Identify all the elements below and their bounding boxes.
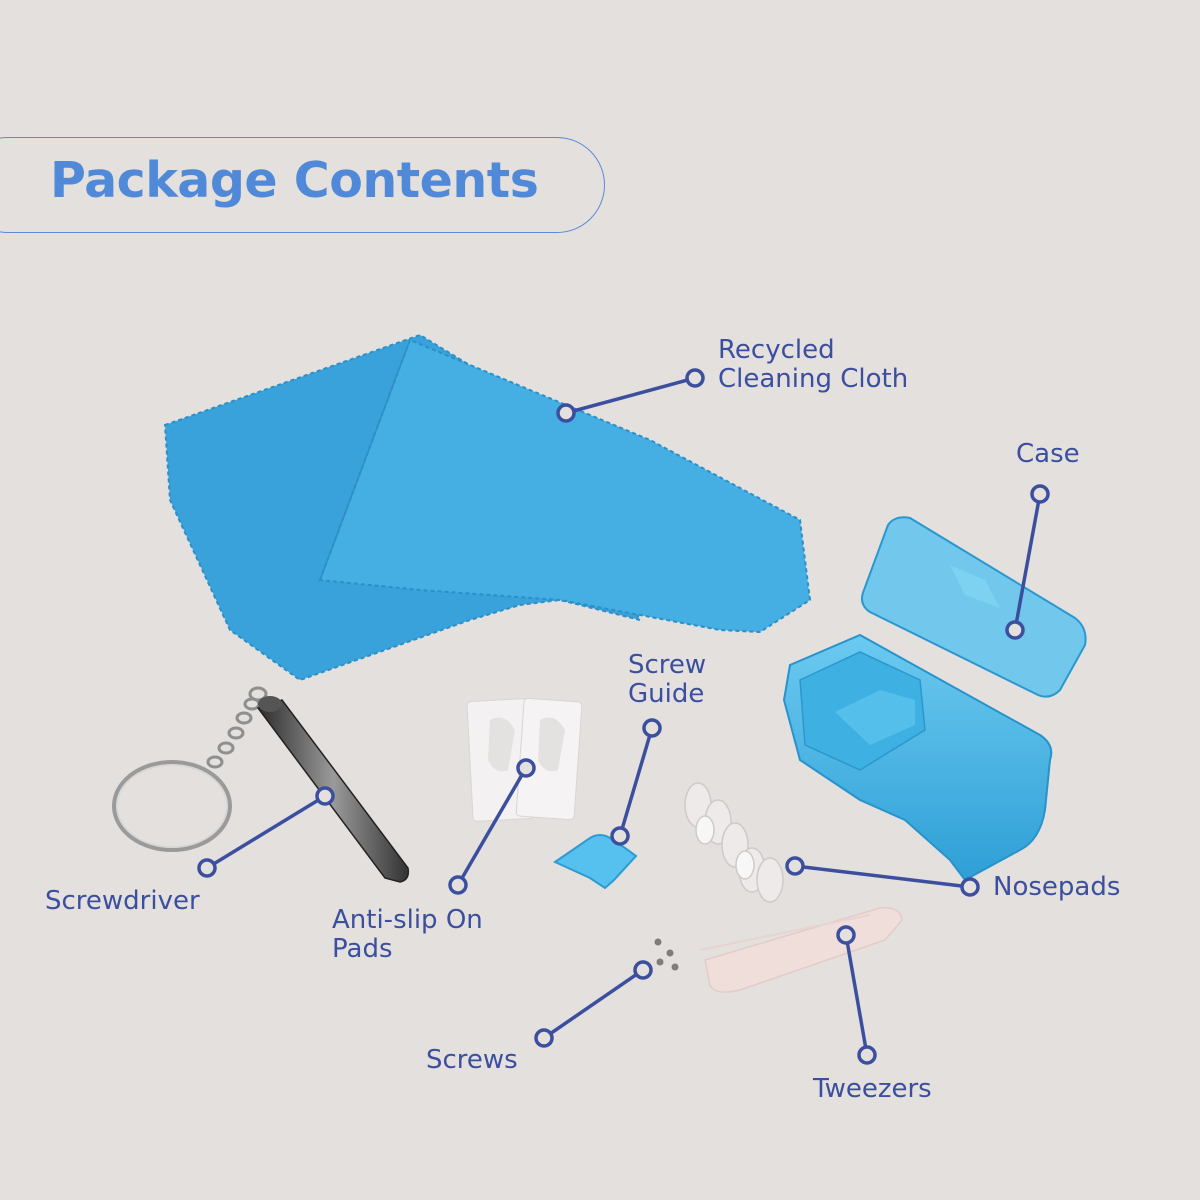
label-case: Case: [1016, 439, 1080, 469]
callout-line-tweezers: [844, 934, 869, 1056]
label-screws: Screws: [426, 1045, 518, 1075]
callouts: [197, 368, 1050, 1065]
callout-dot-screwdriver: [315, 786, 335, 806]
label-screw-guide-line1: Screw: [628, 650, 707, 680]
screwdriver: [112, 686, 410, 883]
callout-line-screw-guide: [618, 727, 654, 837]
label-anti-slip-line2: Pads: [332, 934, 393, 964]
callout-end-screws: [534, 1028, 554, 1048]
callout-line-cloth: [565, 376, 696, 415]
callout-dot-cloth: [556, 403, 576, 423]
case: [782, 516, 1087, 882]
callout-dot-nosepads: [785, 856, 805, 876]
label-cloth-line1: Recycled: [718, 335, 835, 365]
callout-dot-anti-slip: [516, 758, 536, 778]
label-anti-slip: Anti-slip On Pads: [332, 906, 483, 964]
callout-end-screw-guide: [642, 718, 662, 738]
label-screwdriver: Screwdriver: [45, 886, 200, 916]
callout-end-anti-slip: [448, 875, 468, 895]
label-tweezers: Tweezers: [813, 1074, 932, 1104]
label-screw-guide: Screw Guide: [628, 651, 706, 709]
label-cloth: Recycled Cleaning Cloth: [718, 336, 908, 394]
anti-slip-pads: [466, 697, 583, 822]
callout-dot-screw-guide: [610, 826, 630, 846]
nosepads-part: [684, 782, 784, 903]
callout-end-nosepads: [960, 877, 980, 897]
label-nosepads: Nosepads: [993, 872, 1121, 902]
title-pill: [0, 137, 605, 233]
callout-line-screwdriver: [206, 794, 326, 870]
callout-line-screws: [543, 968, 644, 1040]
label-cloth-line2: Cleaning Cloth: [718, 364, 909, 394]
label-anti-slip-line1: Anti-slip On: [332, 905, 483, 935]
screw-guide-part: [552, 834, 638, 890]
screws-part: [654, 938, 679, 971]
callout-end-screwdriver: [197, 858, 217, 878]
callout-end-case: [1030, 484, 1050, 504]
callout-end-tweezers: [857, 1045, 877, 1065]
callout-dot-case: [1005, 620, 1025, 640]
cleaning-cloth: [163, 333, 812, 682]
tweezers-part: [699, 907, 903, 993]
callout-dot-tweezers: [836, 925, 856, 945]
callout-line-case: [1013, 493, 1042, 631]
callout-dot-screws: [633, 960, 653, 980]
callout-line-nosepads: [794, 864, 971, 889]
page-title: Package Contents: [50, 152, 539, 209]
callout-end-cloth: [685, 368, 705, 388]
label-screw-guide-line2: Guide: [628, 679, 705, 709]
callout-line-anti-slip: [456, 767, 528, 886]
